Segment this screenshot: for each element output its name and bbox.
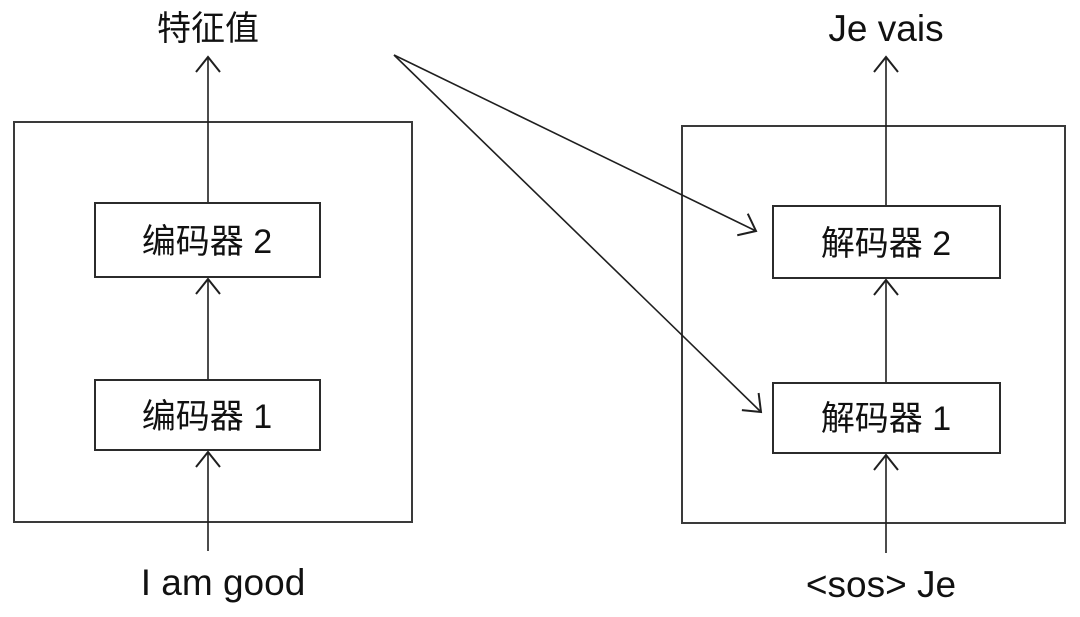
decoder-2-label: 解码器 2 [821,225,951,263]
decoder-group-box [681,125,1066,524]
context-to-decoder2-arrow [393,54,758,237]
encoder-1-box [94,379,321,451]
encoder-2-box [94,202,321,278]
context-to-decoder1-arrow [393,54,763,414]
encoder-2-label: 编码器 2 [142,223,272,261]
encoder-output-label: 特征值 [157,10,259,48]
decoder-2-box [772,205,1001,279]
decoder-output-label: Je vais [828,8,943,49]
encoder-1-label: 编码器 1 [142,398,272,436]
encoder-group-box [13,121,413,523]
decoder-1-box [772,382,1001,454]
decoder-1-label: 解码器 1 [821,400,951,438]
decoder-input-label: <sos> Je [806,564,956,605]
encoder-input-label: I am good [141,562,306,603]
